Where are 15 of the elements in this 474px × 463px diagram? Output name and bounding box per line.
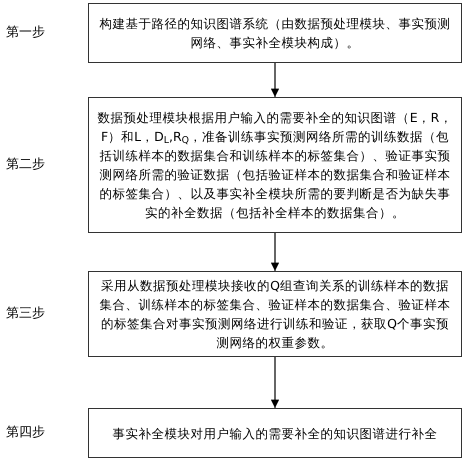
step-label: 第四步	[6, 426, 45, 439]
process-box	[88, 3, 462, 63]
step-text: 数据预处理模块根据用户输入的需要补全的知识图谱（E，R，F）和L，D$_{L}$,R$_{Q}$，准备训练事实预测网络所需的训练数据（包括训练样本的数据集合和训练样本的标签集合）、验证事实预测网络所需的验证数据（包括验证样本的数据集合和验证样本的标签集合）、以及事实补全模块所需的要判断是否为缺失事实的补全数据（包括补全样本的数据集合）。	[97, 109, 453, 222]
arrow	[270, 63, 280, 97]
process-box	[88, 97, 462, 233]
arrow	[270, 357, 280, 408]
step-label: 第二步	[6, 158, 45, 171]
step-label: 第一步	[6, 26, 45, 39]
step-text: 采用从数据预处理模块接收的Q组查询关系的训练样本的数据集合、训练样本的标签集合、验证样本的数据集合、验证样本的标签集合对事实预测网络进行训练和验证，获取Q个事实预测网络的权重参数。	[98, 277, 452, 352]
step-text: 事实补全模块对用户输入的需要补全的知识图谱进行补全	[112, 424, 438, 442]
arrow	[270, 233, 280, 271]
process-box	[88, 408, 462, 458]
step-text: 构建基于路径的知识图谱系统（由数据预处理模块、事实预测网络、事实补全模块构成）。	[98, 15, 452, 52]
process-box	[88, 271, 462, 357]
step-label: 第三步	[6, 307, 45, 320]
